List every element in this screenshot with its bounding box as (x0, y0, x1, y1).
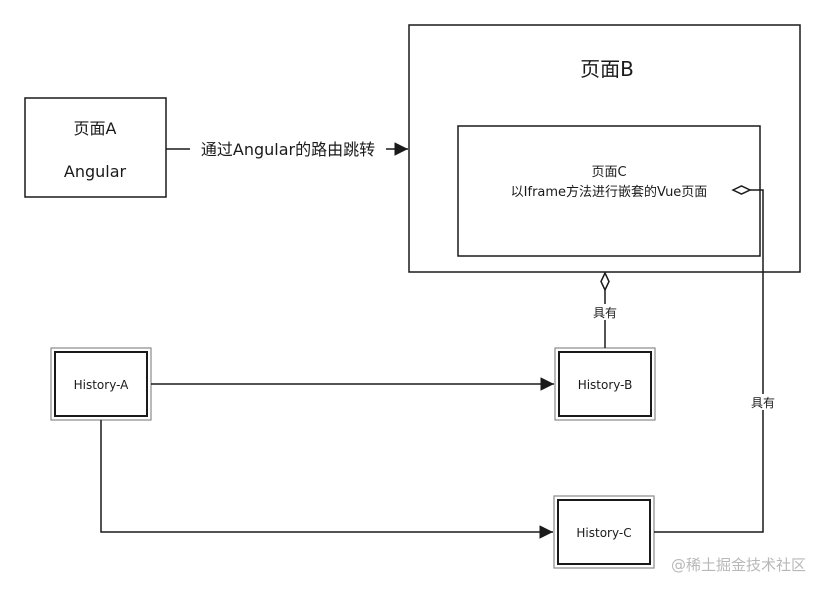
page-a-title: 页面A (74, 119, 117, 138)
page-c-line1: 页面C (591, 165, 626, 180)
edge-b-has-history-b: 具有 (589, 271, 621, 348)
page-c-line2: 以Iframe方法进行嵌套的Vue页面 (511, 184, 708, 200)
edge-a-to-b: 通过Angular的路由跳转 (166, 139, 408, 159)
page-a-node: 页面A Angular (24, 97, 167, 198)
aggregation-diamond-icon (600, 271, 610, 292)
history-b-node: History-B (554, 347, 656, 421)
watermark: @稀土掘金技术社区 (671, 556, 806, 574)
history-c-label: History-C (576, 526, 631, 540)
history-b-label: History-B (578, 378, 633, 392)
edge-c-has-history-c-label: 具有 (751, 396, 775, 410)
history-a-node: History-A (50, 347, 152, 421)
edge-c-has-history-c: 具有 (654, 185, 780, 533)
edge-b-has-history-b-label: 具有 (593, 306, 617, 320)
history-c-node: History-C (553, 495, 655, 569)
page-a-subtitle: Angular (64, 162, 127, 181)
edge-history-a-to-c (100, 420, 553, 539)
page-b-title: 页面B (580, 57, 634, 81)
page-c-node: 页面C 以Iframe方法进行嵌套的Vue页面 (457, 125, 761, 257)
aggregation-diamond-icon (731, 185, 752, 195)
edge-a-to-b-label: 通过Angular的路由跳转 (201, 140, 375, 159)
history-a-label: History-A (74, 378, 130, 392)
